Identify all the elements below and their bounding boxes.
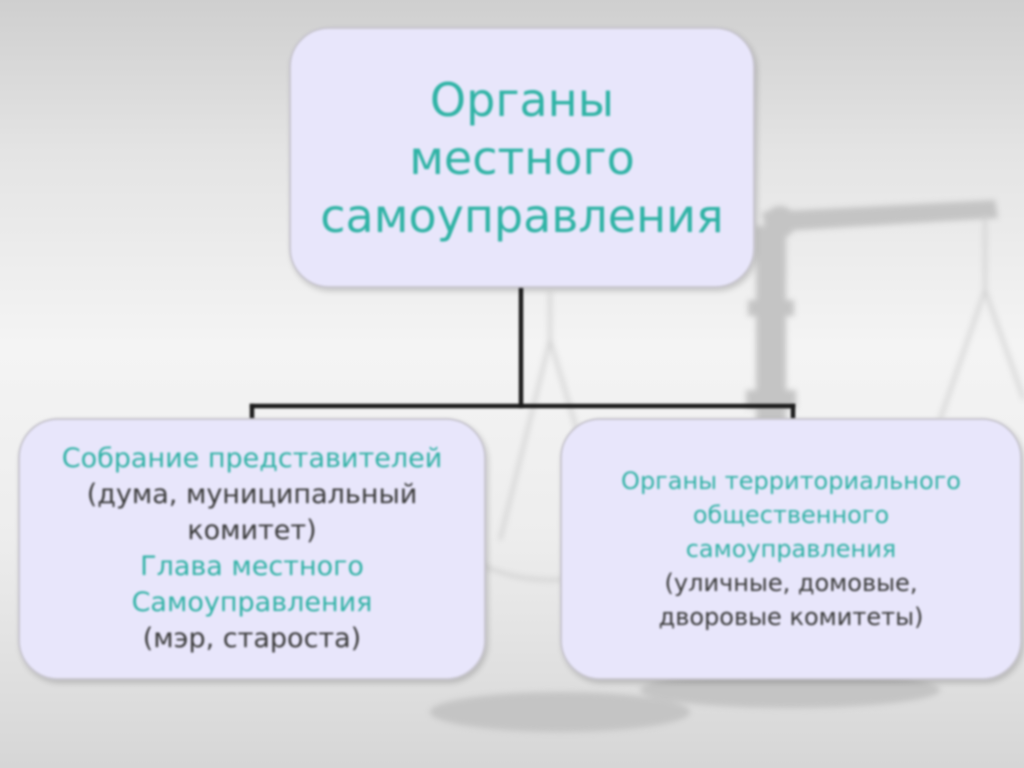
root-line-3: самоуправления [320, 188, 724, 243]
left-head-detail: (мэр, староста) [142, 623, 362, 654]
root-node: Органы местного самоуправления [289, 27, 755, 288]
root-line-1: Органы [429, 72, 615, 127]
right-name-line-3: самоуправления [685, 535, 897, 563]
left-head-line-2: Самоуправления [131, 587, 373, 618]
left-name-line-1: Собрание представителей [61, 443, 443, 474]
right-detail-line-2: дворовые комитеты) [658, 603, 924, 631]
right-name-line-2: общественного [692, 501, 890, 529]
left-head-line-1: Глава местного [140, 551, 364, 582]
right-name-line-1: Органы территориального [621, 467, 961, 495]
root-line-2: местного [409, 130, 635, 185]
left-detail-line-1: (дума, муниципальный [86, 479, 418, 510]
representative-body-node: Собрание представителей (дума, муниципал… [18, 418, 486, 680]
left-detail-line-2: комитет) [187, 515, 317, 546]
right-detail-line-1: (уличные, домовые, [664, 569, 918, 597]
territorial-body-node: Органы территориального общественного са… [560, 418, 1022, 680]
